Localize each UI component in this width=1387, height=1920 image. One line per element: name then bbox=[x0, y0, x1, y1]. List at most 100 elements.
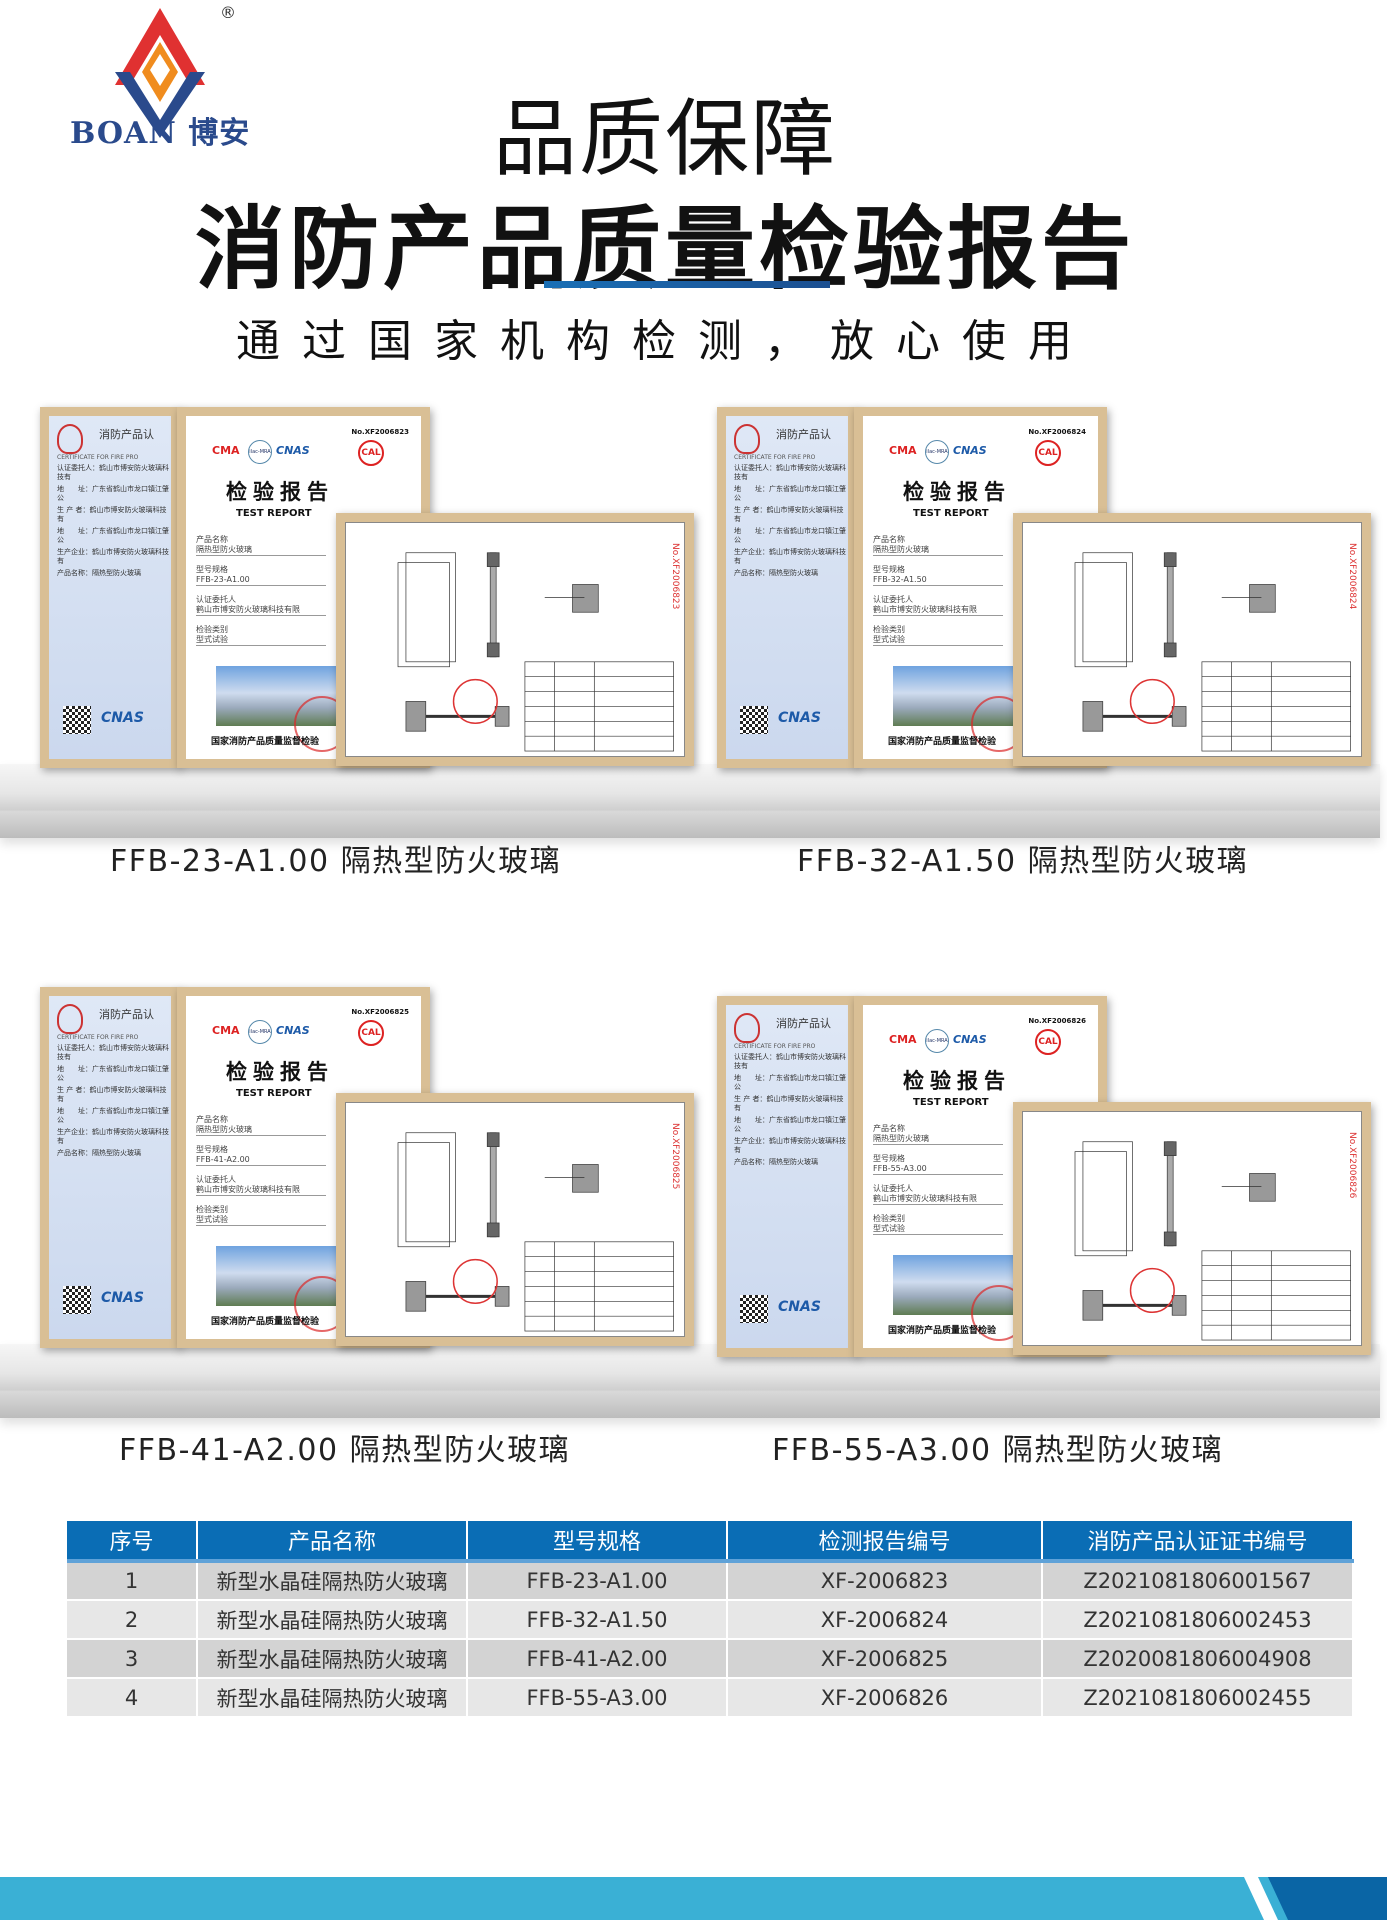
cma-logo: CMA bbox=[889, 1033, 917, 1046]
footer-accent bbox=[1268, 1877, 1387, 1920]
table-cell: FFB-55-A3.00 bbox=[467, 1678, 728, 1718]
boan-logo-icon: ® bbox=[115, 3, 236, 138]
drawing-icon bbox=[1074, 1141, 1351, 1341]
cert-field: 产品名称：隔热型防火玻璃 bbox=[57, 569, 141, 577]
header-product: 产品名称 bbox=[197, 1521, 468, 1563]
cert-title: 消防产品认 bbox=[99, 1008, 154, 1021]
cnas-logo: CNAS bbox=[101, 710, 144, 726]
cert-field: 生产企业：鹤山市博安防火玻璃科技有 bbox=[734, 548, 846, 565]
report-title: 检验报告 bbox=[226, 1059, 334, 1084]
cert-title: 消防产品认 bbox=[776, 428, 831, 441]
header-report-no: 检测报告编号 bbox=[727, 1521, 1043, 1563]
report-field-label: 认证委托人 bbox=[873, 595, 913, 604]
report-field-label: 产品名称 bbox=[873, 1124, 905, 1133]
report-field-value: 鹤山市博安防火玻璃科技有限 bbox=[196, 1185, 326, 1196]
report-field-value: FFB-55-A3.00 bbox=[873, 1164, 1003, 1175]
cert-field: 地 址：广东省鹤山市龙口镇江肇公 bbox=[57, 485, 169, 502]
report-field-value: FFB-41-A2.00 bbox=[196, 1155, 326, 1166]
report-field-value: 隔热型防火玻璃 bbox=[196, 545, 326, 556]
report-field-label: 型号规格 bbox=[196, 565, 228, 574]
table-cell: 2 bbox=[67, 1600, 198, 1640]
cert-fields: 认证委托人：鹤山市博安防火玻璃科技有地 址：广东省鹤山市龙口镇江肇公生 产 者：… bbox=[57, 1044, 169, 1161]
cert-field: 生产企业：鹤山市博安防火玻璃科技有 bbox=[57, 1128, 169, 1145]
report-field-label: 认证委托人 bbox=[873, 1184, 913, 1193]
ilac-logo: ilac-MRA bbox=[925, 440, 949, 464]
technical-drawing: No.XF2006825 bbox=[336, 1093, 694, 1346]
technical-drawing: No.XF2006826 bbox=[1013, 1102, 1371, 1355]
report-field-label: 检验类别 bbox=[196, 1205, 228, 1214]
cert-field: 认证委托人：鹤山市博安防火玻璃科技有 bbox=[734, 1053, 846, 1070]
table-cell: XF-2006825 bbox=[727, 1639, 1043, 1679]
cnas-logo: CNAS bbox=[101, 1290, 144, 1306]
table-cell: 1 bbox=[67, 1561, 198, 1601]
report-field-label: 认证委托人 bbox=[196, 595, 236, 604]
caption-2: FFB-32-A1.50 隔热型防火玻璃 bbox=[797, 844, 1249, 879]
cert-fields: 认证委托人：鹤山市博安防火玻璃科技有地 址：广东省鹤山市龙口镇江肇公生 产 者：… bbox=[734, 464, 846, 581]
cert-field: 地 址：广东省鹤山市龙口镇江肇公 bbox=[734, 485, 846, 502]
report-field-value: FFB-23-A1.00 bbox=[196, 575, 326, 586]
drawing-stamp-number: No.XF2006823 bbox=[670, 543, 680, 610]
ilac-logo: ilac-MRA bbox=[248, 1020, 272, 1044]
inspection-center: 国家消防产品质量监督检验 bbox=[888, 737, 997, 747]
cert-title: 消防产品认 bbox=[776, 1017, 831, 1030]
footer-bar bbox=[0, 1877, 1387, 1920]
report-field-value: 隔热型防火玻璃 bbox=[873, 545, 1003, 556]
report-field-label: 产品名称 bbox=[873, 535, 905, 544]
certificate-group-4: 消防产品认 CERTIFICATE FOR FIRE PRO 认证委托人：鹤山市… bbox=[717, 996, 1377, 1361]
cert-field: 生 产 者：鹤山市博安防火玻璃科技有 bbox=[734, 506, 844, 523]
cert-field: 地 址：广东省鹤山市龙口镇江肇公 bbox=[57, 1107, 169, 1124]
cnas-logo: CNAS bbox=[953, 444, 987, 457]
cert-field: 地 址：广东省鹤山市龙口镇江肇公 bbox=[734, 1116, 846, 1133]
report-number: No.XF2006826 bbox=[1028, 1017, 1086, 1025]
shelf-row-2 bbox=[0, 1344, 1380, 1418]
report-title: 检验报告 bbox=[903, 479, 1011, 504]
cert-field: 地 址：广东省鹤山市龙口镇江肇公 bbox=[734, 1074, 846, 1091]
shelf-row-1 bbox=[0, 764, 1380, 838]
caption-3: FFB-41-A2.00 隔热型防火玻璃 bbox=[119, 1433, 571, 1468]
cert-field: 认证委托人：鹤山市博安防火玻璃科技有 bbox=[57, 1044, 169, 1061]
ilac-logo: ilac-MRA bbox=[248, 440, 272, 464]
report-title-en: TEST REPORT bbox=[236, 1088, 312, 1099]
title-divider bbox=[544, 281, 830, 288]
cma-logo: CMA bbox=[212, 444, 240, 457]
cert-field: 生产企业：鹤山市博安防火玻璃科技有 bbox=[57, 548, 169, 565]
report-field-value: FFB-32-A1.50 bbox=[873, 575, 1003, 586]
cnas-logo: CNAS bbox=[276, 1024, 310, 1037]
cert-title-en: CERTIFICATE FOR FIRE PRO bbox=[734, 1043, 816, 1050]
page-title: 品质保障 bbox=[492, 90, 837, 188]
cal-logo: CAL bbox=[358, 440, 384, 466]
report-field-label: 检验类别 bbox=[196, 625, 228, 634]
fire-certificate: 消防产品认 CERTIFICATE FOR FIRE PRO 认证委托人：鹤山市… bbox=[40, 987, 180, 1348]
table-cell: XF-2006823 bbox=[727, 1561, 1043, 1601]
cert-fields: 认证委托人：鹤山市博安防火玻璃科技有地 址：广东省鹤山市龙口镇江肇公生 产 者：… bbox=[57, 464, 169, 581]
report-field-value: 型式试验 bbox=[873, 1224, 1003, 1235]
fire-shield-icon bbox=[57, 424, 83, 454]
cert-field: 地 址：广东省鹤山市龙口镇江肇公 bbox=[57, 1065, 169, 1082]
table-cell: 3 bbox=[67, 1639, 198, 1679]
table-cell: 新型水晶硅隔热防火玻璃 bbox=[197, 1600, 468, 1640]
table-cell: 新型水晶硅隔热防火玻璃 bbox=[197, 1678, 468, 1718]
table-cell: 4 bbox=[67, 1678, 198, 1718]
fire-certificate: 消防产品认 CERTIFICATE FOR FIRE PRO 认证委托人：鹤山市… bbox=[717, 996, 857, 1357]
page-subtitle: 通过国家机构检测，放心使用 bbox=[236, 316, 1094, 367]
drawing-stamp-number: No.XF2006825 bbox=[670, 1123, 680, 1190]
fire-shield-icon bbox=[57, 1004, 83, 1034]
certificate-group-2: 消防产品认 CERTIFICATE FOR FIRE PRO 认证委托人：鹤山市… bbox=[717, 407, 1377, 772]
cal-logo: CAL bbox=[1035, 1029, 1061, 1055]
caption-4: FFB-55-A3.00 隔热型防火玻璃 bbox=[772, 1433, 1224, 1468]
table-cell: XF-2006826 bbox=[727, 1678, 1043, 1718]
report-title-en: TEST REPORT bbox=[913, 1097, 989, 1108]
fire-certificate: 消防产品认 CERTIFICATE FOR FIRE PRO 认证委托人：鹤山市… bbox=[717, 407, 857, 768]
header-cert-no: 消防产品认证证书编号 bbox=[1042, 1521, 1354, 1563]
report-field-label: 检验类别 bbox=[873, 625, 905, 634]
inspection-center: 国家消防产品质量监督检验 bbox=[888, 1326, 997, 1336]
cma-logo: CMA bbox=[212, 1024, 240, 1037]
qr-code-icon bbox=[740, 1295, 768, 1323]
table-cell: Z2021081806002453 bbox=[1042, 1600, 1354, 1640]
cnas-logo: CNAS bbox=[953, 1033, 987, 1046]
report-field-label: 型号规格 bbox=[873, 1154, 905, 1163]
table-cell: FFB-41-A2.00 bbox=[467, 1639, 728, 1679]
